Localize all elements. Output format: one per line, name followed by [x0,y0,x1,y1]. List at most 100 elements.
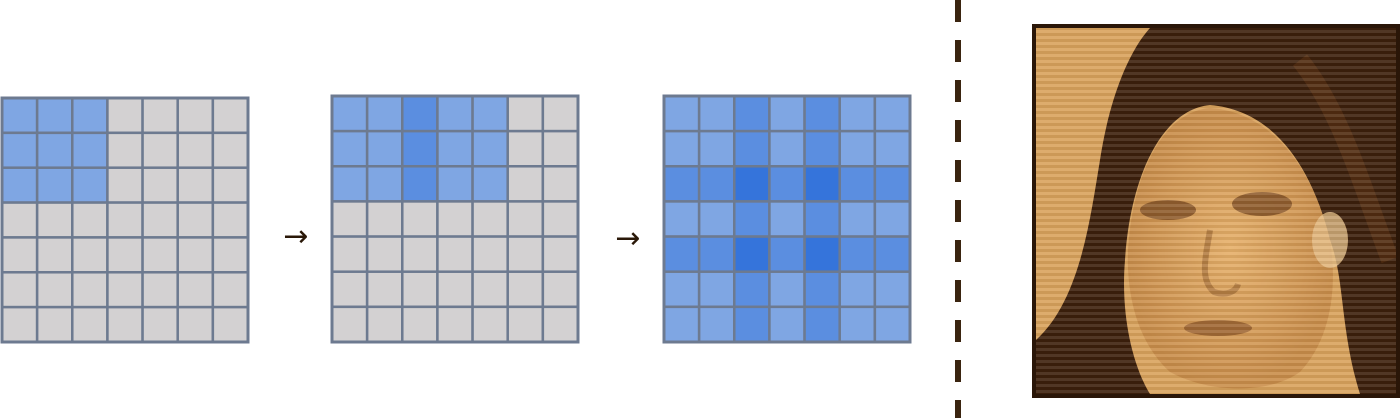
grid-cell [176,236,215,274]
grid-cell [733,129,771,168]
grid-cell [838,235,877,273]
grid-cell [401,200,439,238]
grid-cell [838,94,877,133]
grid-cell [733,200,771,238]
grid-cell [662,270,701,309]
grid-cell [803,270,841,309]
grid-cell [71,201,109,239]
grid-cell [768,200,806,238]
grid-cell [697,165,736,203]
grid-cell [733,305,771,344]
grid-cell [365,200,404,238]
grid-cell [0,131,39,169]
grid-cell [768,94,806,133]
grid-cell [541,235,580,273]
grid-cell [662,305,701,344]
output-image-panel [1032,24,1400,398]
grid-cell [873,235,912,273]
grid-cell [365,94,404,133]
grid-cell [506,129,545,168]
grid-cell [35,96,74,135]
grid-cell [330,270,369,309]
grid-cell [106,96,144,135]
grid-cell [873,270,912,309]
grid-cell [0,201,39,239]
grid-cell [106,166,144,204]
grid-cell [873,200,912,238]
grid-cell [803,235,841,273]
grid-cell [436,200,474,238]
grid-cell [365,235,404,273]
grid-cell [141,271,179,309]
arrow-1: → [283,219,308,254]
grid-cell [401,129,439,168]
grid-cell [330,200,369,238]
grid-cell [401,165,439,203]
grid-cell [436,94,474,133]
grid-cell [365,129,404,168]
grid-step-3 [662,94,912,344]
grid-cell [733,165,771,203]
grid-cell [106,131,144,169]
grid-cell [211,131,250,169]
grid-cell [330,129,369,168]
grid-cell [71,166,109,204]
grid-cell [106,271,144,309]
grid-cell [211,271,250,309]
grid-cell [838,305,877,344]
grid-cell [211,305,250,344]
grid-cell [71,96,109,135]
grid-cell [873,129,912,168]
grid-cell [838,200,877,238]
grid-cell [803,305,841,344]
grid-cell [471,200,509,238]
grid-cell [873,94,912,133]
grid-cell [838,129,877,168]
grid-border [330,94,580,344]
grid-cell [35,201,74,239]
grid-cell [662,94,701,133]
grid-cell [330,94,369,133]
grid-cell [436,235,474,273]
grid-cell [35,236,74,274]
grid-cell [541,129,580,168]
grid-cell [141,131,179,169]
grid-cell [768,165,806,203]
grid-cell [176,271,215,309]
grid-cell [873,165,912,203]
grid-cell [541,270,580,309]
grid-cell [35,271,74,309]
grid-cell [506,200,545,238]
grid-cell [35,131,74,169]
grid-cell [106,305,144,344]
grid-cell [733,94,771,133]
grid-cell [471,235,509,273]
grid-cell [733,235,771,273]
arrow-2: → [615,221,640,256]
grid-cell [0,96,39,135]
scanline-texture [1036,28,1396,394]
grid-cell [471,270,509,309]
grid-cell [838,270,877,309]
grid-cell [0,166,39,204]
grid-cell [176,166,215,204]
grid-cell [365,305,404,344]
grid-cell [141,96,179,135]
image-frame [1032,24,1400,398]
grid-cell [506,305,545,344]
grid-cell [436,270,474,309]
grid-cell [211,166,250,204]
grid-cell [506,165,545,203]
grid-cell [733,270,771,309]
grid-cell [768,270,806,309]
grid-cell [330,305,369,344]
grid-cell [211,236,250,274]
grid-cell [0,305,39,344]
grid-cell [436,165,474,203]
grid-cell [211,96,250,135]
grid-cell [541,165,580,203]
grid-cell [141,201,179,239]
grid-cell [401,235,439,273]
grid-cell [176,131,215,169]
